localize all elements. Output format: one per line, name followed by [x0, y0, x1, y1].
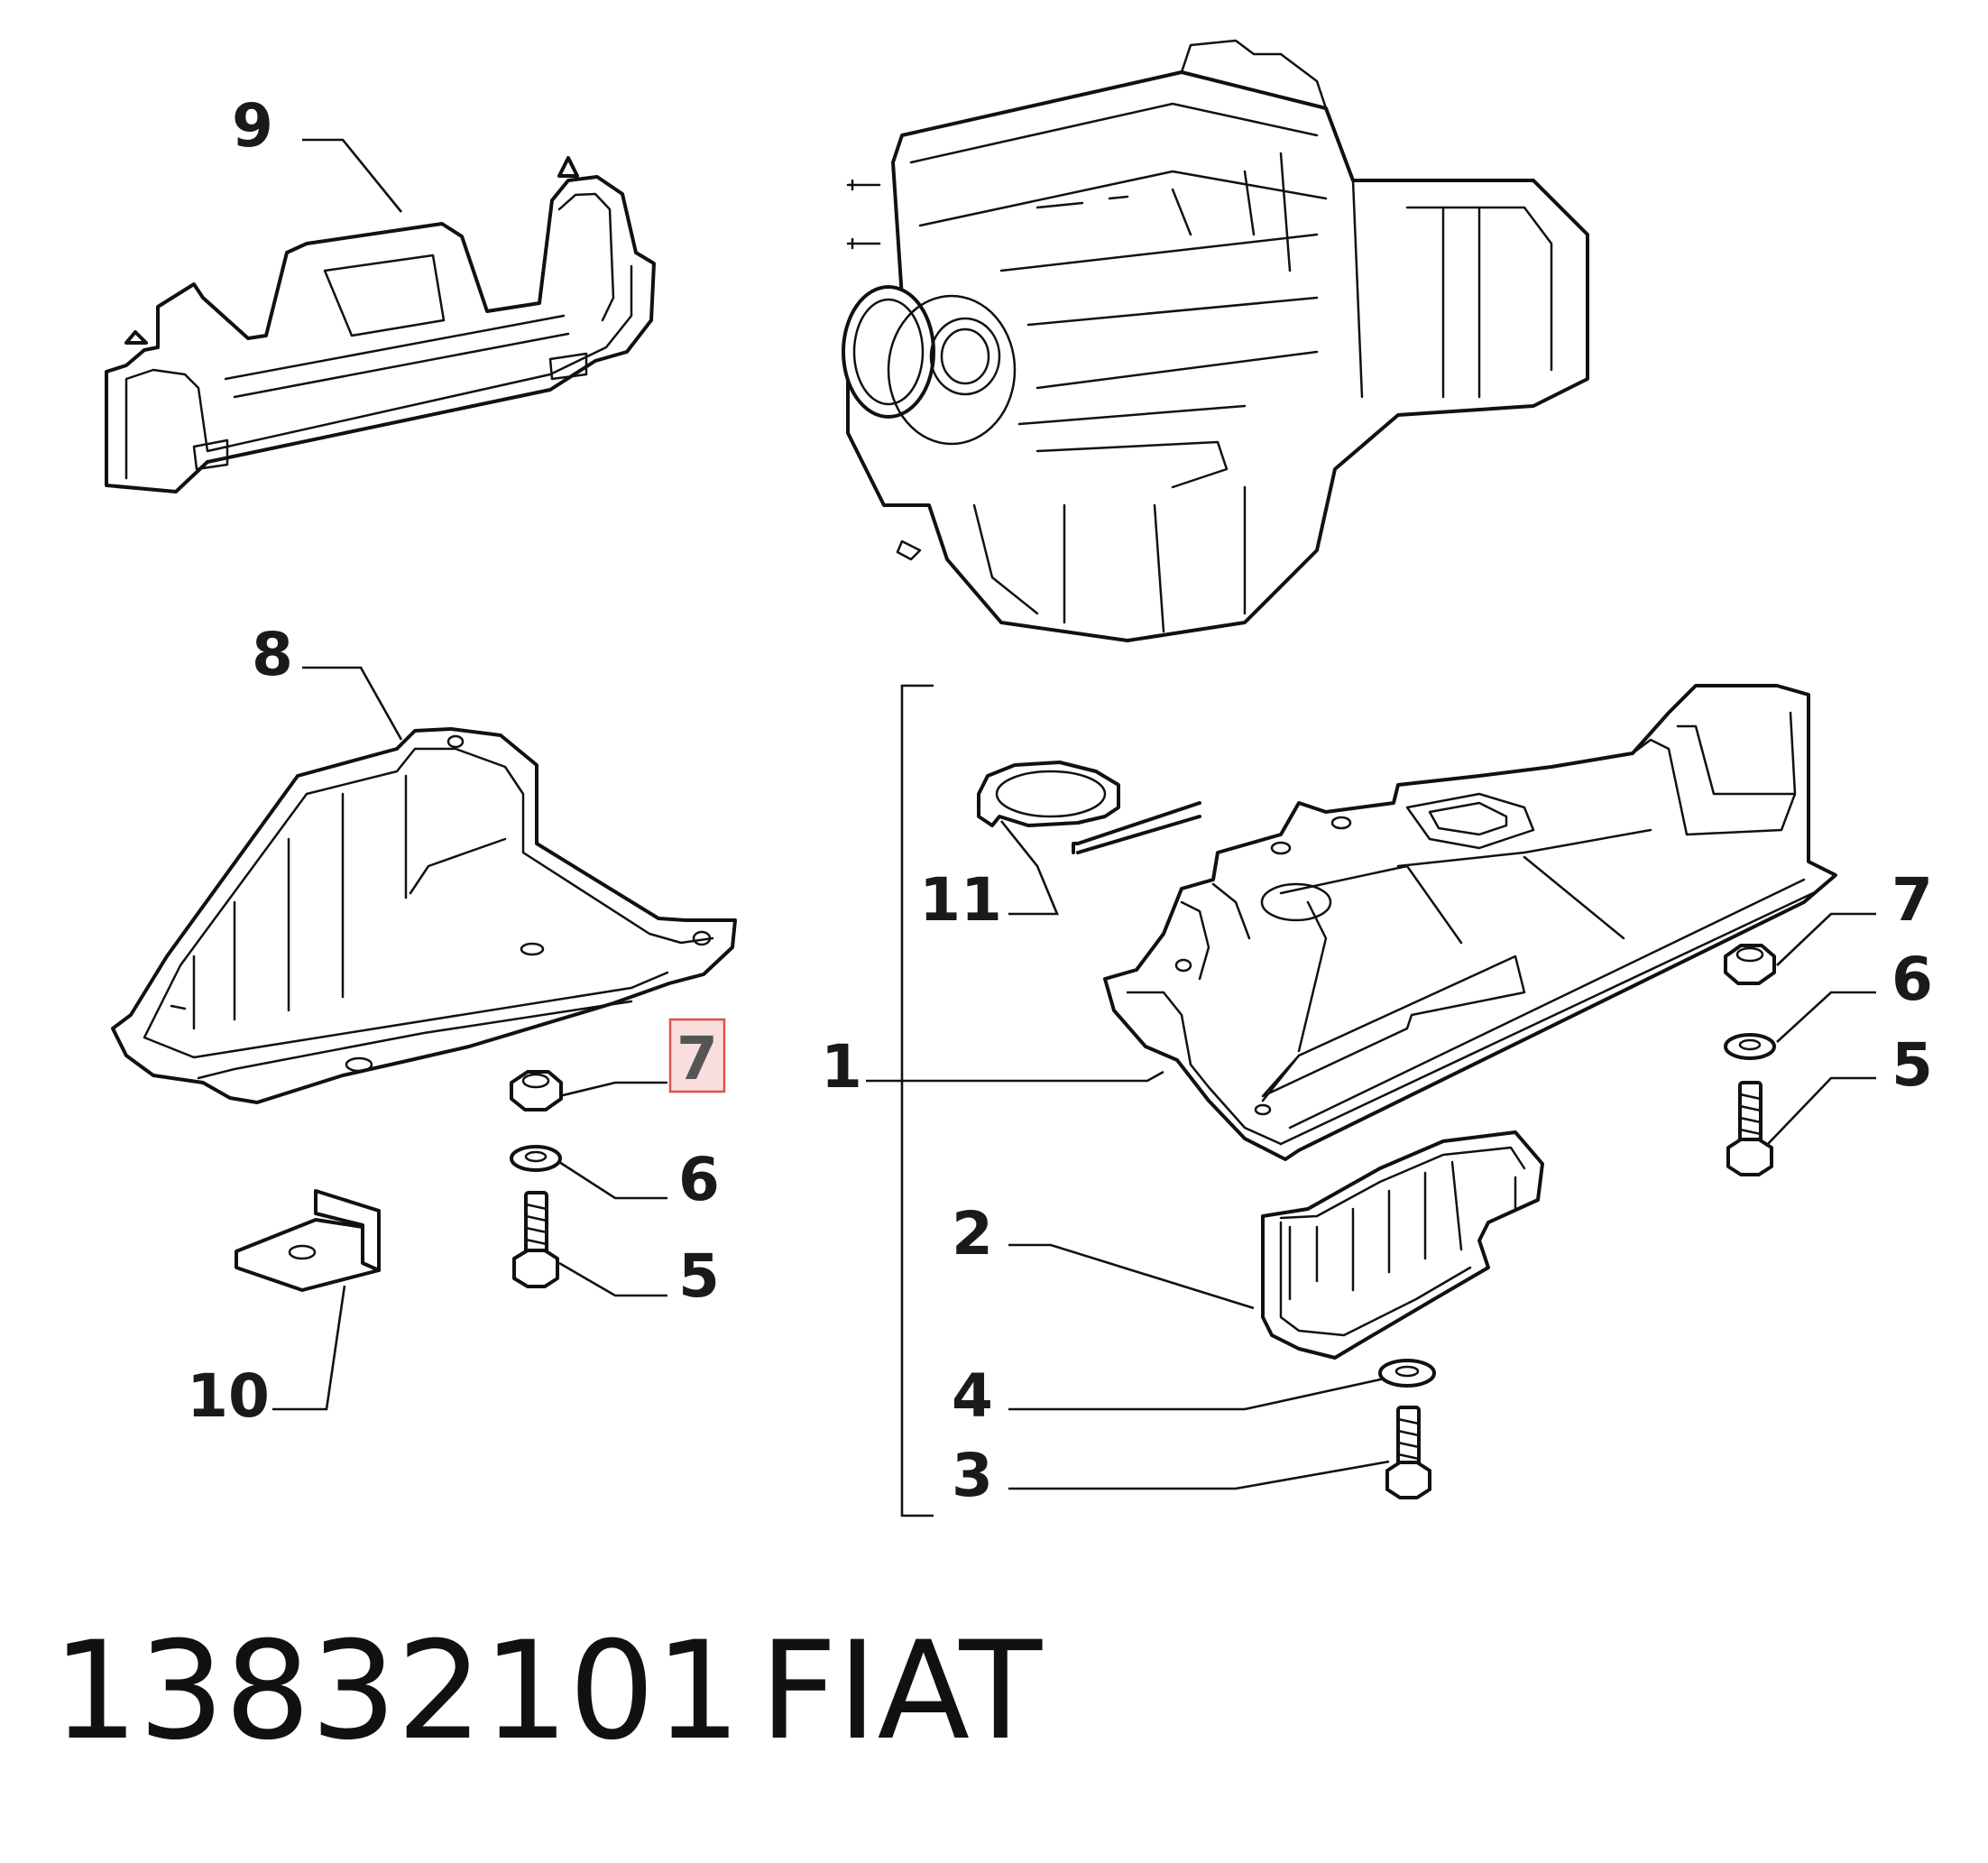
callout-5-right: 5: [1891, 1030, 1933, 1100]
part-8-side-shield: [111, 727, 737, 1104]
callout-5-left: 5: [678, 1241, 720, 1311]
engine-illustration: [842, 39, 1589, 642]
callout-1: 1: [821, 1032, 862, 1102]
callout-7-right: 7: [1891, 865, 1933, 935]
right-nut-7: [1724, 944, 1776, 985]
callout-10: 10: [187, 1361, 270, 1431]
brand-name: FIAT: [759, 1613, 1043, 1770]
bolt-3: [1385, 1406, 1431, 1499]
callout-11: 11: [919, 865, 1002, 935]
right-washer-6: [1724, 1033, 1776, 1060]
leader-lines: [272, 138, 1876, 1490]
callout-2: 2: [952, 1199, 993, 1268]
callout-7-highlight: [668, 1018, 726, 1093]
left-washer-6: [510, 1145, 562, 1172]
left-fasteners: [510, 1070, 563, 1288]
washer-4: [1378, 1359, 1436, 1388]
part-number: 13832101: [52, 1613, 741, 1770]
right-bolt-5: [1726, 1081, 1773, 1176]
left-nut-7: [510, 1070, 563, 1111]
callout-9: 9: [232, 91, 273, 161]
callout-6-right: 6: [1891, 945, 1933, 1014]
callout-8: 8: [252, 620, 293, 689]
part-1-engine-tray: [1103, 684, 1837, 1161]
bottom-fasteners: [1378, 1359, 1436, 1499]
part-9-heat-shield: [105, 156, 656, 493]
right-fasteners: [1724, 944, 1776, 1176]
group-bracket: [900, 684, 934, 1517]
callout-6-left: 6: [678, 1145, 720, 1214]
part-11-cover: [977, 761, 1201, 854]
callout-4: 4: [952, 1361, 993, 1431]
callout-7-left: 7: [676, 1024, 718, 1093]
part-2-small-tray: [1261, 1130, 1544, 1360]
callout-3: 3: [952, 1441, 993, 1510]
part-10-bracket: [235, 1189, 381, 1292]
callout-labels: 9 8 7 6 5 10 11 1 2 4 3 7 6 5: [187, 91, 1933, 1510]
left-bolt-5: [512, 1191, 559, 1288]
